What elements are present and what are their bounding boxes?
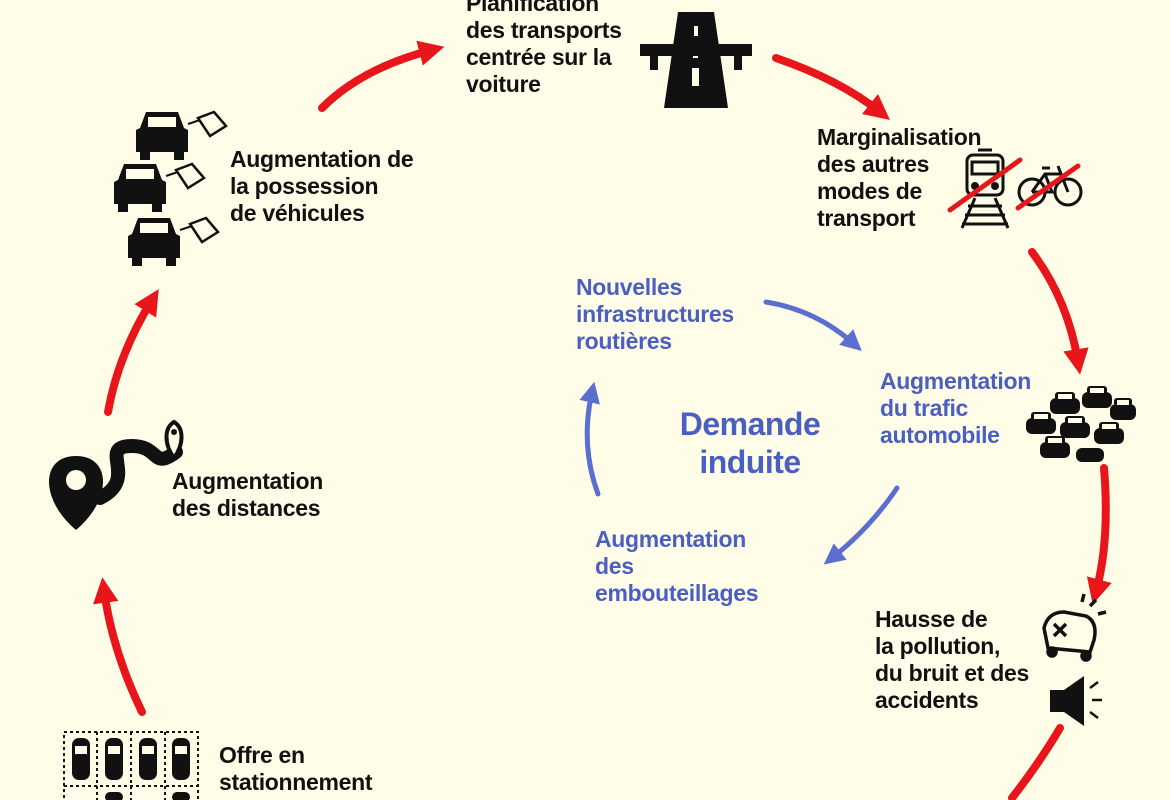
- node-congestion: Augmentation des embouteillages: [595, 526, 759, 607]
- node-pollution: Hausse de la pollution, du bruit et des …: [875, 606, 1029, 714]
- pollution-line-4: accidents: [875, 687, 979, 713]
- loudspeaker-icon: [1050, 676, 1102, 726]
- arrow-parking-to-distances: [93, 577, 146, 716]
- planning-line-1: Planification: [466, 0, 599, 16]
- distances-line-2: des distances: [172, 495, 321, 521]
- marginalisation-line-2: des autres: [817, 151, 930, 177]
- ownership-line-2: la possession: [230, 173, 379, 199]
- node-distances: Augmentation des distances: [172, 468, 323, 522]
- pollution-line-3: du bruit et des: [875, 660, 1029, 686]
- traffic-line-1: Augmentation: [880, 368, 1031, 394]
- planning-line-3: centrée sur la: [466, 44, 612, 70]
- new-roads-line-3: routières: [576, 328, 672, 354]
- ownership-line-1: Augmentation de: [230, 146, 414, 172]
- marginalisation-line-3: modes de: [817, 178, 922, 204]
- arrow-pollution-onward: [1008, 724, 1064, 800]
- congestion-line-3: embouteillages: [595, 580, 759, 606]
- marginalisation-line-1: Marginalisation: [817, 124, 982, 150]
- node-new-roads: Nouvelles infrastructures routières: [576, 274, 734, 355]
- new-roads-line-1: Nouvelles: [576, 274, 682, 300]
- traffic-line-2: du trafic: [880, 395, 969, 421]
- center-title-line-1: Demande: [679, 406, 821, 442]
- node-planning: Planification des transports centrée sur…: [466, 0, 622, 98]
- congestion-line-2: des: [595, 553, 634, 579]
- parking-lot-icon: [63, 731, 199, 800]
- congestion-line-1: Augmentation: [595, 526, 746, 552]
- traffic-jam-icon: [1026, 386, 1136, 462]
- arrow-planning-to-marginalisation: [772, 54, 890, 120]
- pollution-line-2: la pollution,: [875, 633, 1001, 659]
- pollution-line-1: Hausse de: [875, 606, 988, 632]
- highway-icon: [640, 12, 752, 108]
- arrow-traffic-to-congestion: [823, 485, 900, 565]
- distances-line-1: Augmentation: [172, 468, 323, 494]
- bicycle-strike: [1015, 163, 1081, 211]
- arrow-congestion-to-newroads: [579, 381, 601, 497]
- arrow-ownership-to-planning: [318, 40, 445, 112]
- node-marginalisation: Marginalisation des autres modes de tran…: [817, 124, 982, 232]
- train-strike: [947, 157, 1023, 213]
- parking-line-2: stationnement: [219, 769, 373, 795]
- traffic-line-3: automobile: [880, 422, 1000, 448]
- train-crossed-icon: [960, 148, 1010, 229]
- planning-line-2: des transports: [466, 17, 622, 43]
- center-title: Demande induite: [650, 405, 850, 481]
- node-traffic: Augmentation du trafic automobile: [880, 368, 1031, 449]
- arrow-distances-to-ownership: [104, 289, 159, 416]
- center-title-line-2: induite: [699, 444, 801, 480]
- marginalisation-line-4: transport: [817, 205, 916, 231]
- planning-line-4: voiture: [466, 71, 541, 97]
- node-parking: Offre en stationnement: [219, 742, 373, 796]
- route-pin-icon: [49, 419, 184, 530]
- ownership-line-3: de véhicules: [230, 200, 365, 226]
- arrow-traffic-to-pollution: [1086, 464, 1112, 605]
- cars-price-tag-icon: [114, 110, 228, 266]
- arrow-marginalisation-to-traffic: [1028, 248, 1089, 375]
- node-ownership: Augmentation de la possession de véhicul…: [230, 146, 414, 227]
- parking-line-1: Offre en: [219, 742, 305, 768]
- new-roads-line-2: infrastructures: [576, 301, 734, 327]
- arrow-newroads-to-traffic: [763, 299, 862, 351]
- crash-icon: [1042, 593, 1107, 662]
